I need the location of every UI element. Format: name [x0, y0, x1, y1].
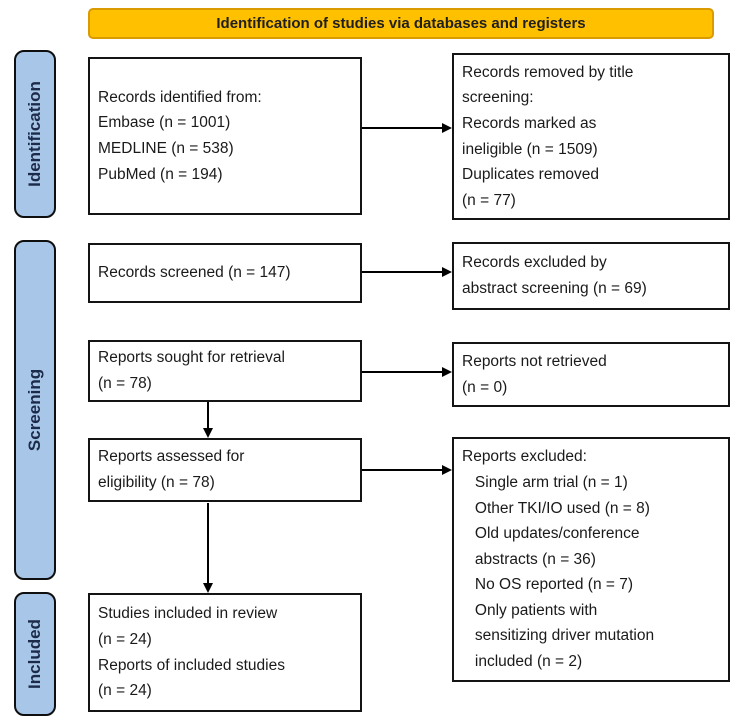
stage-label-identification: Identification	[14, 50, 56, 218]
box-reports-not-retrieved: Reports not retrieved (n = 0)	[452, 342, 730, 407]
arrow-identified-to-removed	[362, 123, 452, 133]
box-reports-excluded-text: Reports excluded: Single arm trial (n = …	[462, 448, 655, 670]
box-records-screened-text: Records screened (n = 147)	[98, 264, 291, 282]
box-records-removed-text: Records removed by title screening: Reco…	[462, 63, 634, 209]
arrow-assessed-to-included	[203, 503, 213, 593]
box-reports-not-retrieved-text: Reports not retrieved (n = 0)	[462, 352, 607, 396]
arrow-sought-to-assessed	[203, 402, 213, 438]
box-reports-sought-text: Reports sought for retrieval (n = 78)	[98, 349, 285, 392]
box-records-identified: Records identified from: Embase (n = 100…	[88, 57, 362, 215]
diagram-title: Identification of studies via databases …	[216, 15, 586, 32]
box-studies-included: Studies included in review (n = 24) Repo…	[88, 593, 362, 712]
box-reports-assessed-text: Reports assessed for eligibility (n = 78…	[98, 448, 245, 491]
box-records-identified-text: Records identified from: Embase (n = 100…	[98, 88, 262, 183]
stage-label-screening-text: Screening	[25, 368, 45, 452]
arrow-sought-to-not-retrieved	[362, 367, 452, 377]
stage-label-identification-text: Identification	[25, 81, 44, 187]
diagram-title-banner: Identification of studies via databases …	[88, 8, 714, 39]
box-records-removed-title-screening: Records removed by title screening: Reco…	[452, 53, 730, 220]
box-records-excluded-abstract: Records excluded by abstract screening (…	[452, 242, 730, 310]
stage-label-included-text: Included	[25, 619, 44, 689]
stage-label-included: Included	[14, 592, 56, 716]
box-reports-sought: Reports sought for retrieval (n = 78)	[88, 340, 362, 402]
box-records-screened: Records screened (n = 147)	[88, 243, 362, 303]
arrow-screened-to-excluded	[362, 267, 452, 277]
stage-label-screening: Screening	[14, 240, 56, 580]
arrow-assessed-to-excluded	[362, 465, 452, 475]
box-studies-included-text: Studies included in review (n = 24) Repo…	[98, 605, 285, 700]
box-records-excluded-abstract-text: Records excluded by abstract screening (…	[462, 254, 647, 297]
box-reports-assessed: Reports assessed for eligibility (n = 78…	[88, 438, 362, 502]
box-reports-excluded: Reports excluded: Single arm trial (n = …	[452, 437, 730, 682]
